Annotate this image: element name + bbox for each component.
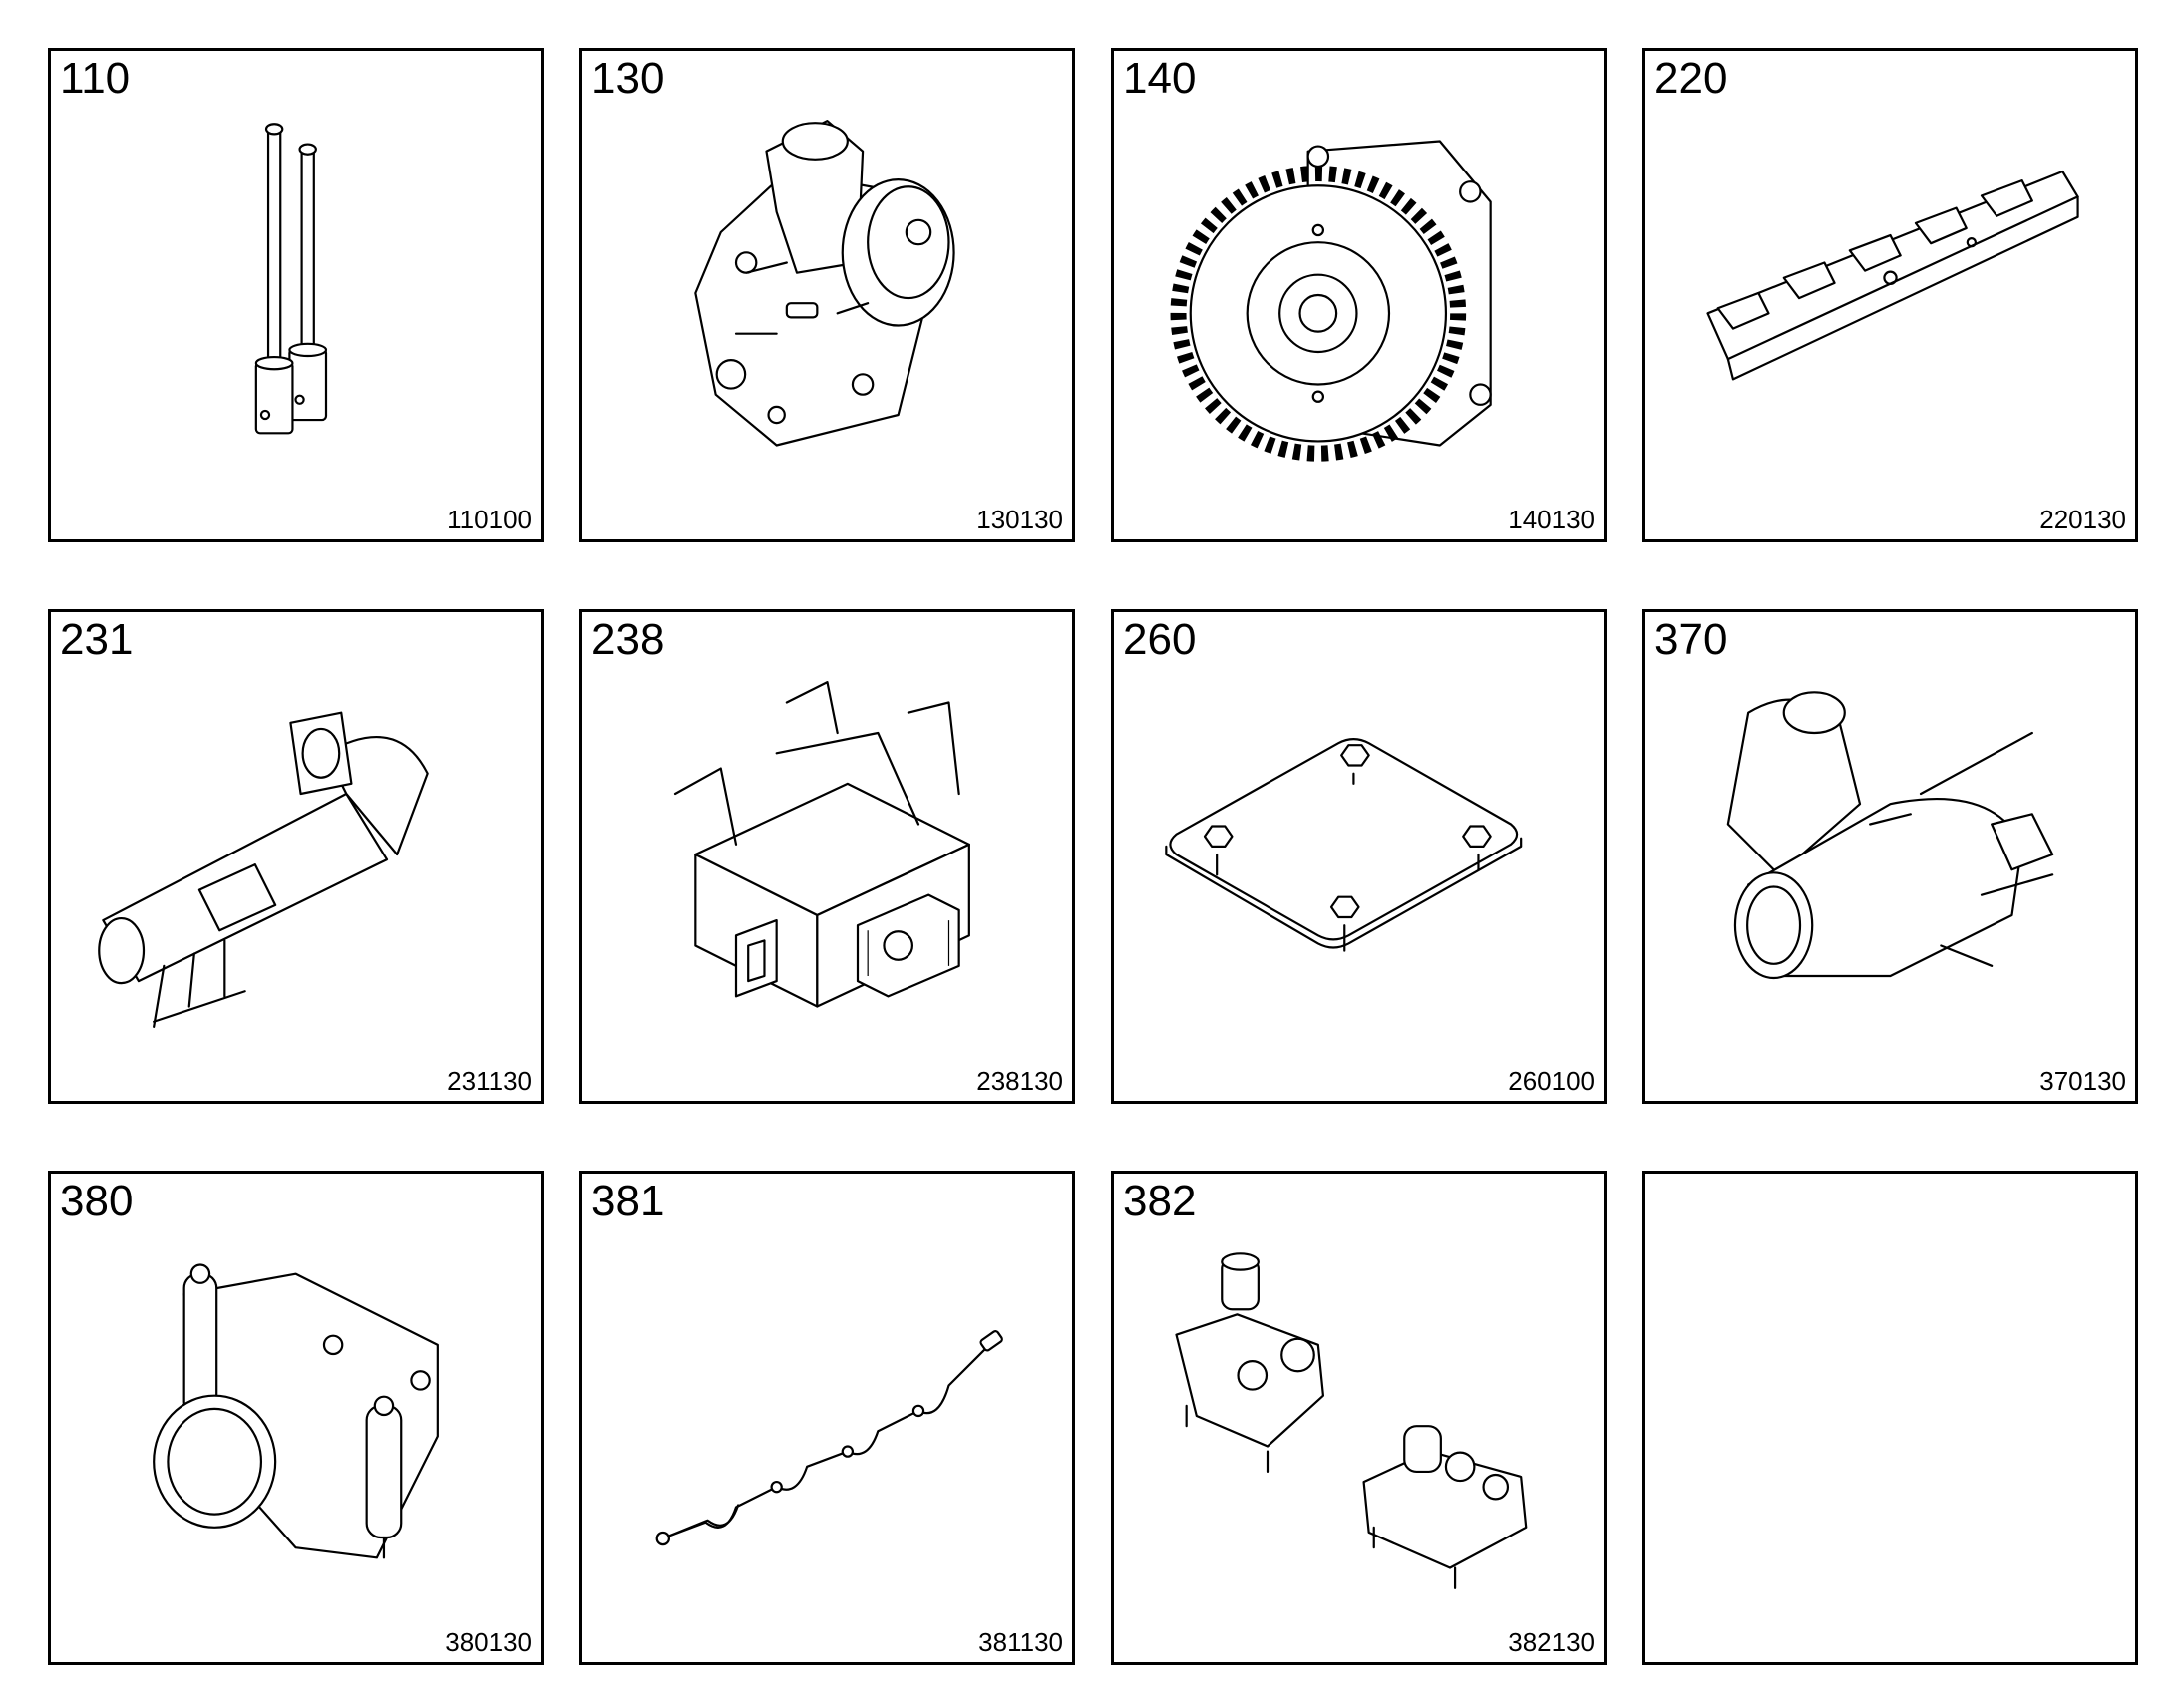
part-number: 238 [591, 615, 665, 664]
part-card-110[interactable]: 110 110100 [48, 48, 544, 542]
part-number: 370 [1654, 615, 1728, 664]
part-code: 381130 [978, 1627, 1063, 1657]
rocker-arm-rail-icon [1685, 111, 2095, 476]
filter-housing-module-icon [622, 111, 1032, 476]
part-card-238[interactable]: 238 238130 [579, 609, 1075, 1104]
part-code: 380130 [445, 1627, 532, 1657]
part-number: 220 [1654, 54, 1728, 103]
part-card-381[interactable]: 381 381130 [579, 1171, 1075, 1665]
pipe-elbow-icon [1685, 672, 2095, 1037]
part-number: 130 [591, 54, 665, 103]
empty-card [1642, 1171, 2138, 1665]
cover-plate-icon [1154, 672, 1564, 1037]
part-code: 220130 [2039, 505, 2126, 534]
part-number: 382 [1123, 1177, 1197, 1225]
part-number: 260 [1123, 615, 1197, 664]
part-number: 381 [591, 1177, 665, 1225]
part-number: 110 [60, 54, 131, 103]
pushrod-pair-icon [91, 111, 501, 476]
sensor-caps-icon [1154, 1233, 1564, 1598]
bracket-housing-icon [622, 672, 1032, 1037]
gear-pump-icon [1154, 111, 1564, 476]
part-code: 140130 [1508, 505, 1595, 534]
part-code: 370130 [2039, 1066, 2126, 1096]
part-card-260[interactable]: 260 260100 [1111, 609, 1607, 1104]
part-card-380[interactable]: 380 380130 [48, 1171, 544, 1665]
part-card-220[interactable]: 220 220130 [1642, 48, 2138, 542]
part-code: 260100 [1508, 1066, 1595, 1096]
part-card-130[interactable]: 130 130130 [579, 48, 1075, 542]
part-card-231[interactable]: 231 231130 [48, 609, 544, 1104]
part-card-382[interactable]: 382 382130 [1111, 1171, 1607, 1665]
part-code: 382130 [1508, 1627, 1595, 1657]
tube-elbow-assembly-icon [91, 672, 501, 1037]
part-code: 238130 [976, 1066, 1063, 1096]
part-code: 110100 [447, 505, 532, 534]
sensor-wire-icon [622, 1233, 1032, 1598]
part-number: 380 [60, 1177, 134, 1225]
part-card-370[interactable]: 370 370130 [1642, 609, 2138, 1104]
part-number: 140 [1123, 54, 1197, 103]
part-code: 130130 [976, 505, 1063, 534]
part-code: 231130 [447, 1066, 532, 1096]
pipe-connector-icon [91, 1233, 501, 1598]
part-card-140[interactable]: 140 140130 [1111, 48, 1607, 542]
part-number: 231 [60, 615, 134, 664]
